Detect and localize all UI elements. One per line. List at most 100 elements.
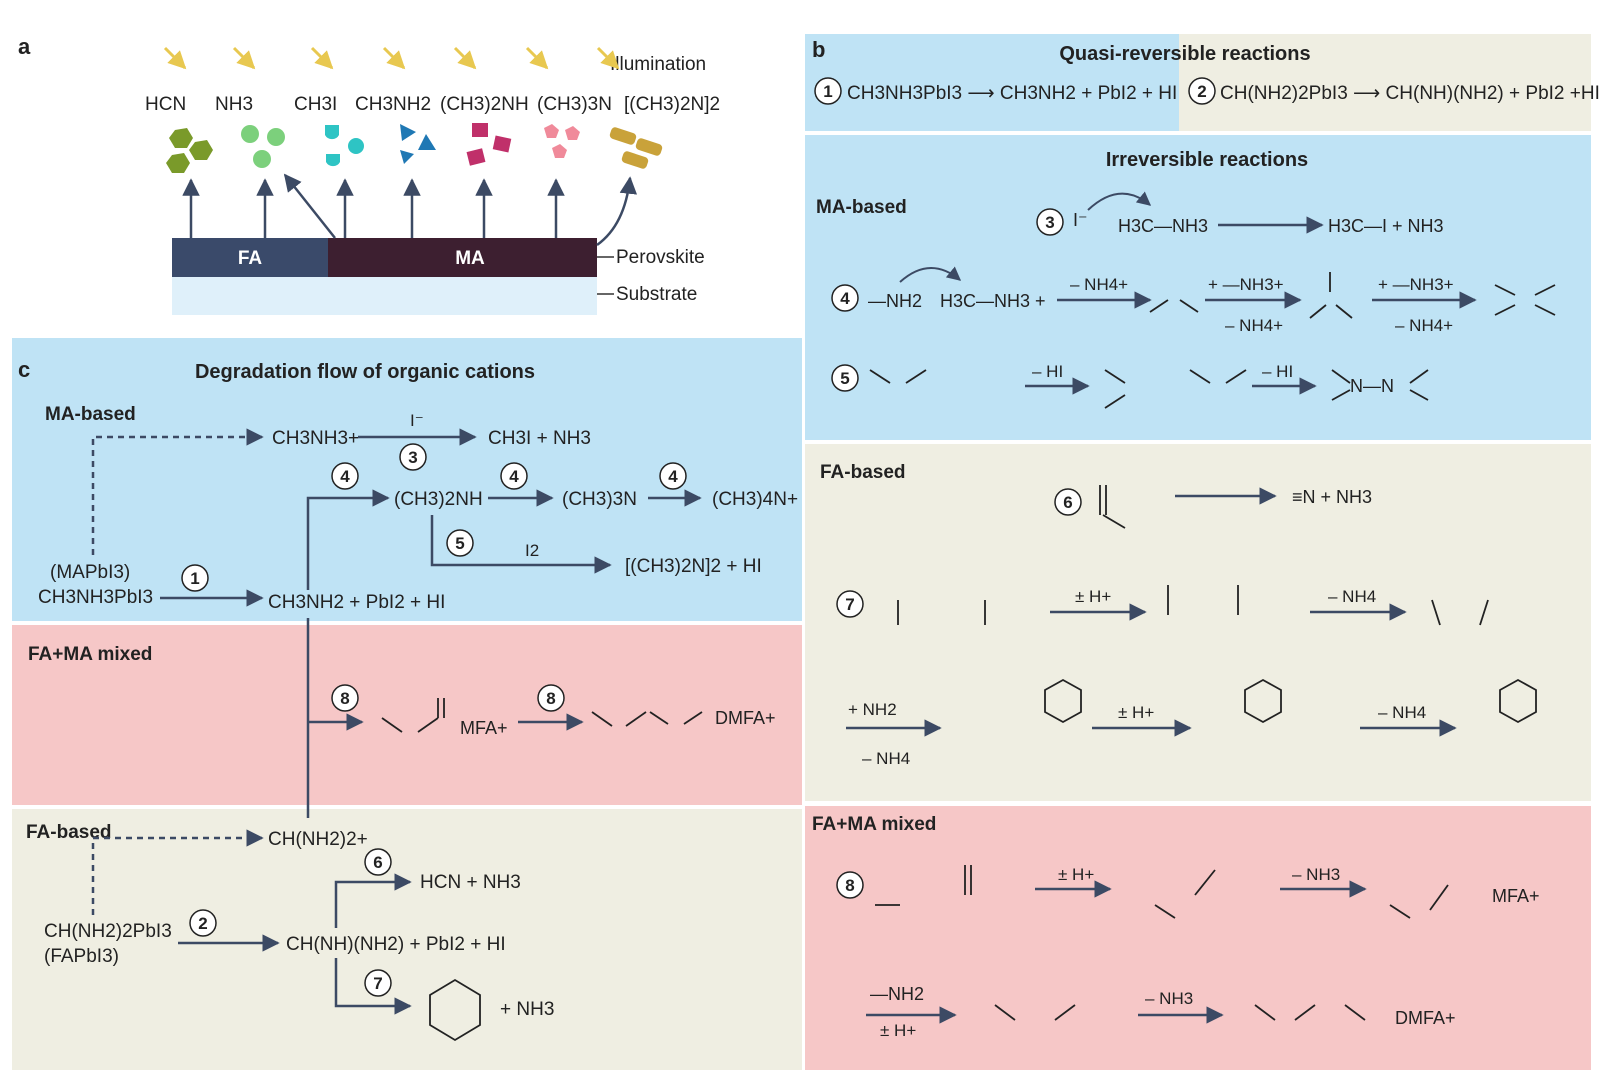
panel-c-letter: c — [18, 357, 30, 382]
eq2-text: CH(NH2)2PbI3 ⟶ CH(NH)(NH2) + PbI2 +HI — [1220, 83, 1600, 104]
r8-number: 8 — [845, 876, 854, 895]
substrate-label: Substrate — [616, 284, 697, 305]
c-ch3i-nh3: CH3I + NH3 — [488, 428, 591, 449]
nh3-particle — [267, 128, 285, 146]
emission-arrows — [182, 173, 638, 247]
c-i2: I2 — [525, 541, 539, 560]
r7-step-nh4b: – NH4 — [1378, 703, 1426, 722]
c-dmn: (CH3)2NH — [394, 489, 483, 510]
dmn-particle — [472, 123, 488, 137]
r8-step-h: ± H+ — [1058, 865, 1094, 884]
r8-dmfa: DMFA+ — [1395, 1008, 1456, 1028]
r4-step3-bot: – NH4+ — [1395, 316, 1453, 335]
hcn-particle — [189, 140, 213, 160]
r8-step-nh3b: – NH3 — [1145, 989, 1193, 1008]
ma-layer — [328, 238, 597, 277]
c-title: Degradation flow of organic cations — [195, 361, 535, 383]
c-hcn-nh3: HCN + NH3 — [420, 872, 521, 893]
fa-layer — [172, 238, 328, 277]
c-fapbi3-a: CH(NH2)2PbI3 — [44, 921, 172, 942]
r8-step-h2: ± H+ — [880, 1021, 916, 1040]
quasi-title: Quasi-reversible reactions — [1059, 43, 1310, 65]
b-mixed-label: FA+MA mixed — [812, 814, 936, 835]
species-dmn: (CH3)2NH — [440, 94, 529, 115]
c-step-3: 3 — [408, 448, 417, 467]
species-labels: HCN NH3 CH3I CH3NH2 (CH3)2NH (CH3)3N [(C… — [145, 94, 720, 115]
c-fapbi3-b: (FAPbI3) — [44, 946, 119, 967]
ch3nh2-particle — [400, 124, 416, 141]
nh3-particle — [241, 125, 259, 143]
r3-reactant: I⁻ — [1073, 210, 1088, 230]
c-triazine-ring — [429, 978, 481, 1042]
ma-layer-label: MA — [455, 248, 485, 269]
tmn-particle — [544, 124, 559, 138]
tetra-particle — [609, 127, 637, 145]
r7-left-bot: – NH4 — [862, 749, 910, 768]
panel-c: c Degradation flow of organic cations MA… — [12, 338, 802, 1070]
c-mixed-label: FA+MA mixed — [28, 644, 152, 665]
c-step-6: 6 — [373, 853, 382, 872]
r4-reactant: —NH2 — [868, 291, 922, 311]
c-step-2: 2 — [198, 914, 207, 933]
eq1-text: CH3NH3PbI3 ⟶ CH3NH2 + PbI2 + HI — [847, 83, 1177, 104]
tetramethylammonium-structure — [1494, 284, 1556, 316]
c-step-4a: 4 — [340, 467, 350, 486]
b-fa-beige-bg — [805, 444, 1591, 801]
r4-number: 4 — [840, 289, 850, 308]
species-tetra: [(CH3)2N]2 — [624, 94, 720, 115]
c-mfa: MFA+ — [460, 718, 508, 738]
c-step-1: 1 — [190, 569, 199, 588]
hcn-particle — [169, 128, 193, 148]
c-mixed-pink-bg — [12, 625, 802, 805]
r4-step2-bot: – NH4+ — [1225, 316, 1283, 335]
c-dmfa: DMFA+ — [715, 708, 776, 728]
panel-b: b Quasi-reversible reactions 1 CH3NH3PbI… — [805, 34, 1600, 1070]
c-mapbi3-a: (MAPbI3) — [50, 562, 130, 583]
c-step-8b: 8 — [546, 689, 555, 708]
r8-mfa: MFA+ — [1492, 886, 1540, 906]
c-fa-based-label: FA-based — [26, 822, 112, 843]
dimethylamine-structure — [1149, 299, 1199, 313]
r6-product: ≡N + NH3 — [1292, 487, 1372, 507]
r4-step2-top: + —NH3+ — [1208, 275, 1284, 294]
r5-step2: – HI — [1262, 362, 1293, 381]
tmn-particle — [565, 126, 580, 140]
c-fa-products: CH(NH)(NH2) + PbI2 + HI — [286, 934, 506, 955]
c-mapbi3-b: CH3NH3PbI3 — [38, 587, 153, 608]
c-tetra: (CH3)4N+ — [712, 489, 798, 510]
c-mfa-structure — [381, 698, 445, 733]
r3-substrate: H3C—NH3 — [1118, 216, 1208, 236]
r5-structures — [869, 369, 1429, 409]
r7-left-top: + NH2 — [848, 700, 897, 719]
panel-a: a Illumination HCN NH3 CH3I CH3NH2 (CH3)… — [18, 34, 720, 315]
c-fa-beige-bg — [12, 809, 802, 1070]
irreversible-title: Irreversible reactions — [1106, 149, 1308, 171]
species-hcn: HCN — [145, 94, 186, 115]
c-triazine-nh3: + NH3 — [500, 999, 554, 1020]
c-step-5: 5 — [455, 534, 464, 553]
ch3i-particle — [348, 138, 364, 154]
r7-step-h: ± H+ — [1075, 587, 1111, 606]
species-nh3: NH3 — [215, 94, 253, 115]
r6-formamidine — [1099, 485, 1126, 529]
panel-b-letter: b — [812, 37, 825, 62]
r4-step1: – NH4+ — [1070, 275, 1128, 294]
r5-number: 5 — [840, 369, 849, 388]
r8-nh2: —NH2 — [870, 984, 924, 1004]
ch3nh2-particle — [418, 134, 436, 150]
irreversible-blue-bg — [805, 135, 1591, 440]
nh3-particle — [253, 150, 271, 168]
r5-step1: – HI — [1032, 362, 1063, 381]
c-ch3nh3: CH3NH3+ — [272, 428, 359, 449]
c-dmfa-structure — [591, 711, 703, 727]
tetra-particle — [635, 138, 663, 156]
panel-a-letter: a — [18, 34, 31, 59]
r8-structures — [875, 865, 1449, 1021]
species-ch3nh2: CH3NH2 — [355, 94, 431, 115]
r5-product: N—N — [1350, 376, 1394, 396]
r3-product: H3C—I + NH3 — [1328, 216, 1444, 236]
r4-step3-top: + —NH3+ — [1378, 275, 1454, 294]
r7-step-nh4: – NH4 — [1328, 587, 1376, 606]
fa-layer-label: FA — [238, 248, 263, 269]
